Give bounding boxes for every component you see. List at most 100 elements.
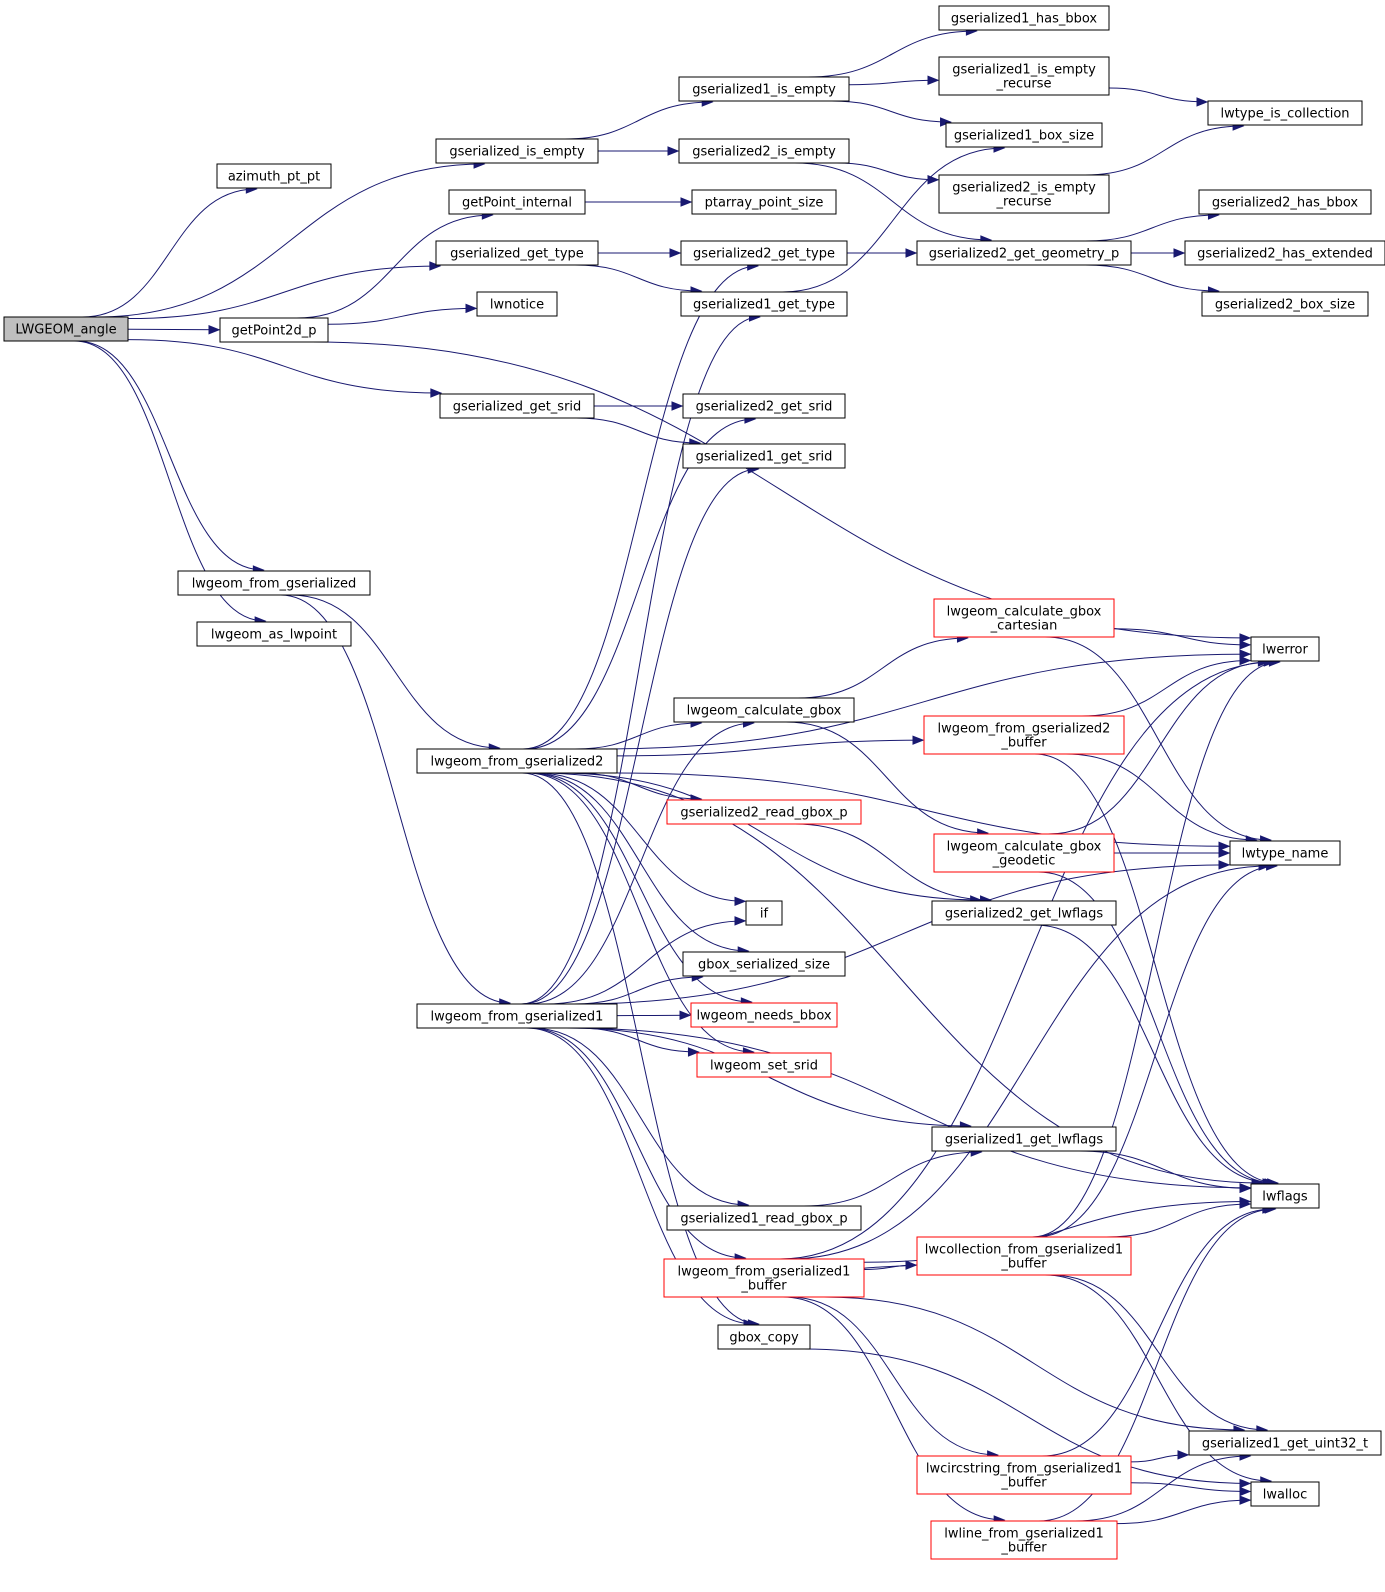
arrowhead xyxy=(687,1047,700,1057)
node-lwgeom-from-gserialized[interactable]: lwgeom_from_gserialized xyxy=(177,570,371,596)
node-label: if xyxy=(760,907,769,922)
node-gserialized2-get-type[interactable]: gserialized2_get_type xyxy=(680,240,848,266)
node-gserialized-get-type[interactable]: gserialized_get_type xyxy=(435,240,599,266)
edge-lwgeom-from-gserialized1-to-lwgeom-set-srid xyxy=(577,1027,699,1053)
edge-gserialized2-read-gbox-p-to-gserialized2-get-lwflags xyxy=(794,823,991,901)
node-label: lwflags xyxy=(1262,1190,1308,1205)
arrowhead xyxy=(430,388,443,398)
edge-gserialized2-is-empty-recurse-to-lwtype-is-collection xyxy=(1085,125,1244,176)
node-box xyxy=(666,1205,862,1231)
node-label: lwgeom_set_srid xyxy=(710,1059,818,1074)
node-box xyxy=(945,122,1103,148)
node-lwgeom-as-lwpoint[interactable]: lwgeom_as_lwpoint xyxy=(196,621,352,647)
node-lwgeom-angle[interactable]: LWGEOM_angle xyxy=(3,316,129,342)
node-box xyxy=(1250,1183,1320,1209)
node-box xyxy=(938,5,1110,31)
node-gserialized2-get-geometry-p[interactable]: gserialized2_get_geometry_p xyxy=(916,240,1132,266)
arrowhead xyxy=(927,175,940,185)
node-gserialized2-read-gbox-p[interactable]: gserialized2_read_gbox_p xyxy=(666,799,862,825)
arrowhead xyxy=(905,248,918,258)
node-label: LWGEOM_angle xyxy=(15,323,116,338)
node-gserialized1-get-type[interactable]: gserialized1_get_type xyxy=(680,291,848,317)
arrowhead xyxy=(208,324,221,335)
node-gserialized2-is-empty[interactable]: gserialized2_is_empty xyxy=(678,138,850,164)
node-gserialized1-has-bbox[interactable]: gserialized1_has_bbox xyxy=(938,5,1110,31)
node-box xyxy=(1188,1430,1382,1456)
node-gserialized-get-srid[interactable]: gserialized_get_srid xyxy=(439,393,595,419)
arrowhead xyxy=(1239,1183,1252,1194)
arrowhead xyxy=(1239,649,1252,659)
node-lwgeom-from-gserialized2-buffer[interactable]: lwgeom_from_gserialized2_buffer xyxy=(923,715,1125,755)
node-box xyxy=(923,715,1125,755)
node-lwgeom-calculate-gbox-cartesian[interactable]: lwgeom_calculate_gbox_cartesian xyxy=(933,598,1115,638)
node-box xyxy=(680,240,848,266)
node-gserialized2-get-lwflags[interactable]: gserialized2_get_lwflags xyxy=(931,900,1117,926)
edge-lwgeom-from-gserialized1-to-gbox-copy xyxy=(526,1027,754,1325)
node-gserialized-is-empty[interactable]: gserialized_is_empty xyxy=(435,138,599,164)
node-ptarray-point-size[interactable]: ptarray_point_size xyxy=(691,189,837,215)
node-gserialized1-is-empty-recurse[interactable]: gserialized1_is_empty_recurse xyxy=(938,56,1110,96)
node-label: _buffer xyxy=(1000,1476,1047,1491)
edge-lwcollection-from-gserialized1-buffer-to-lwflags xyxy=(1106,1203,1251,1238)
node-gserialized1-box-size[interactable]: gserialized1_box_size xyxy=(945,122,1103,148)
node-lwgeom-calculate-gbox[interactable]: lwgeom_calculate_gbox xyxy=(673,697,855,723)
node-lwgeom-set-srid[interactable]: lwgeom_set_srid xyxy=(696,1052,832,1078)
node-lwalloc[interactable]: lwalloc xyxy=(1250,1481,1320,1507)
node-box xyxy=(216,163,332,189)
node-gserialized1-read-gbox-p[interactable]: gserialized1_read_gbox_p xyxy=(666,1205,862,1231)
edge-gserialized1-read-gbox-p-to-gserialized1-get-lwflags xyxy=(803,1151,982,1207)
node-box xyxy=(678,76,850,102)
edge-lwgeom-angle-to-azimuth-pt-pt xyxy=(82,188,257,318)
node-gserialized1-get-uint32-t[interactable]: gserialized1_get_uint32_t xyxy=(1188,1430,1382,1456)
node-gserialized1-is-empty[interactable]: gserialized1_is_empty xyxy=(678,76,850,102)
node-azimuth-pt-pt[interactable]: azimuth_pt_pt xyxy=(216,163,332,189)
edge-lwcircstring-from-gserialized1-buffer-to-lwalloc xyxy=(1130,1482,1251,1492)
node-label: _recurse xyxy=(995,195,1051,210)
arrowhead xyxy=(1239,1199,1252,1209)
edge-lwcollection-from-gserialized1-buffer-to-lwtype-name xyxy=(1036,865,1277,1238)
node-getpoint-internal[interactable]: getPoint_internal xyxy=(448,189,586,215)
node-label: gserialized1_get_type xyxy=(693,298,835,313)
node-box xyxy=(938,174,1110,214)
node-lwerror[interactable]: lwerror xyxy=(1250,636,1320,662)
node-lwtype-name[interactable]: lwtype_name xyxy=(1229,840,1341,866)
edge-lwgeom-from-gserialized1-to-gserialized1-read-gbox-p xyxy=(531,1027,749,1206)
edge-lwgeom-angle-to-lwgeom-from-gserialized xyxy=(75,340,264,571)
node-lwgeom-needs-bbox[interactable]: lwgeom_needs_bbox xyxy=(690,1002,838,1028)
node-label: gserialized1_has_bbox xyxy=(951,12,1098,27)
node-lwgeom-from-gserialized2[interactable]: lwgeom_from_gserialized2 xyxy=(416,748,618,774)
node-getpoint2d-p[interactable]: getPoint2d_p xyxy=(219,317,329,343)
nodes-layer: LWGEOM_angle azimuth_pt_pt gserialized_is_… xyxy=(3,5,1385,1560)
node-lwgeom-from-gserialized1-buffer[interactable]: lwgeom_from_gserialized1_buffer xyxy=(663,1258,865,1298)
node-gserialized2-box-size[interactable]: gserialized2_box_size xyxy=(1201,291,1369,317)
node-lwcircstring-from-gserialized1-buffer[interactable]: lwcircstring_from_gserialized1_buffer xyxy=(916,1455,1132,1495)
node-gserialized2-get-srid[interactable]: gserialized2_get_srid xyxy=(682,393,846,419)
arrowhead xyxy=(734,916,747,926)
node-box xyxy=(1250,636,1320,662)
node-if[interactable]: if xyxy=(745,900,783,926)
edge-gserialized2-get-geometry-p-to-gserialized2-has-bbox xyxy=(1085,214,1219,242)
node-gserialized1-get-srid[interactable]: gserialized1_get_srid xyxy=(682,443,846,469)
node-gbox-serialized-size[interactable]: gbox_serialized_size xyxy=(682,951,846,977)
node-label: lwcircstring_from_gserialized1 xyxy=(926,1462,1122,1477)
edge-lwgeom-from-gserialized1-to-gserialized1-get-type xyxy=(521,316,760,1005)
edge-getpoint2d-p-to-lwerror xyxy=(312,341,1251,639)
node-box xyxy=(696,1052,832,1078)
node-lwgeom-from-gserialized1[interactable]: lwgeom_from_gserialized1 xyxy=(416,1003,618,1029)
node-lwflags[interactable]: lwflags xyxy=(1250,1183,1320,1209)
node-lwgeom-calculate-gbox-geodetic[interactable]: lwgeom_calculate_gbox_geodetic xyxy=(933,833,1115,873)
node-gserialized2-is-empty-recurse[interactable]: gserialized2_is_empty_recurse xyxy=(938,174,1110,214)
node-gserialized2-has-extended[interactable]: gserialized2_has_extended xyxy=(1184,240,1385,266)
edge-gserialized-is-empty-to-gserialized1-is-empty xyxy=(564,101,713,140)
node-gserialized2-has-bbox[interactable]: gserialized2_has_bbox xyxy=(1198,189,1372,215)
edge-lwgeom-calculate-gbox-to-lwgeom-calculate-gbox-cartesian xyxy=(797,637,968,699)
node-lwline-from-gserialized1-buffer[interactable]: lwline_from_gserialized1_buffer xyxy=(930,1520,1118,1560)
node-lwtype-is-collection[interactable]: lwtype_is_collection xyxy=(1207,100,1363,126)
node-gserialized1-get-lwflags[interactable]: gserialized1_get_lwflags xyxy=(931,1126,1117,1152)
node-box xyxy=(177,570,371,596)
node-lwnotice[interactable]: lwnotice xyxy=(476,291,558,317)
node-lwcollection-from-gserialized1-buffer[interactable]: lwcollection_from_gserialized1_buffer xyxy=(916,1236,1132,1276)
node-gbox-copy[interactable]: gbox_copy xyxy=(717,1324,811,1350)
edge-lwline-from-gserialized1-buffer-to-lwflags xyxy=(1038,1208,1276,1522)
edge-lwgeom-calculate-gbox-to-lwgeom-calculate-gbox-geodetic xyxy=(785,721,988,834)
